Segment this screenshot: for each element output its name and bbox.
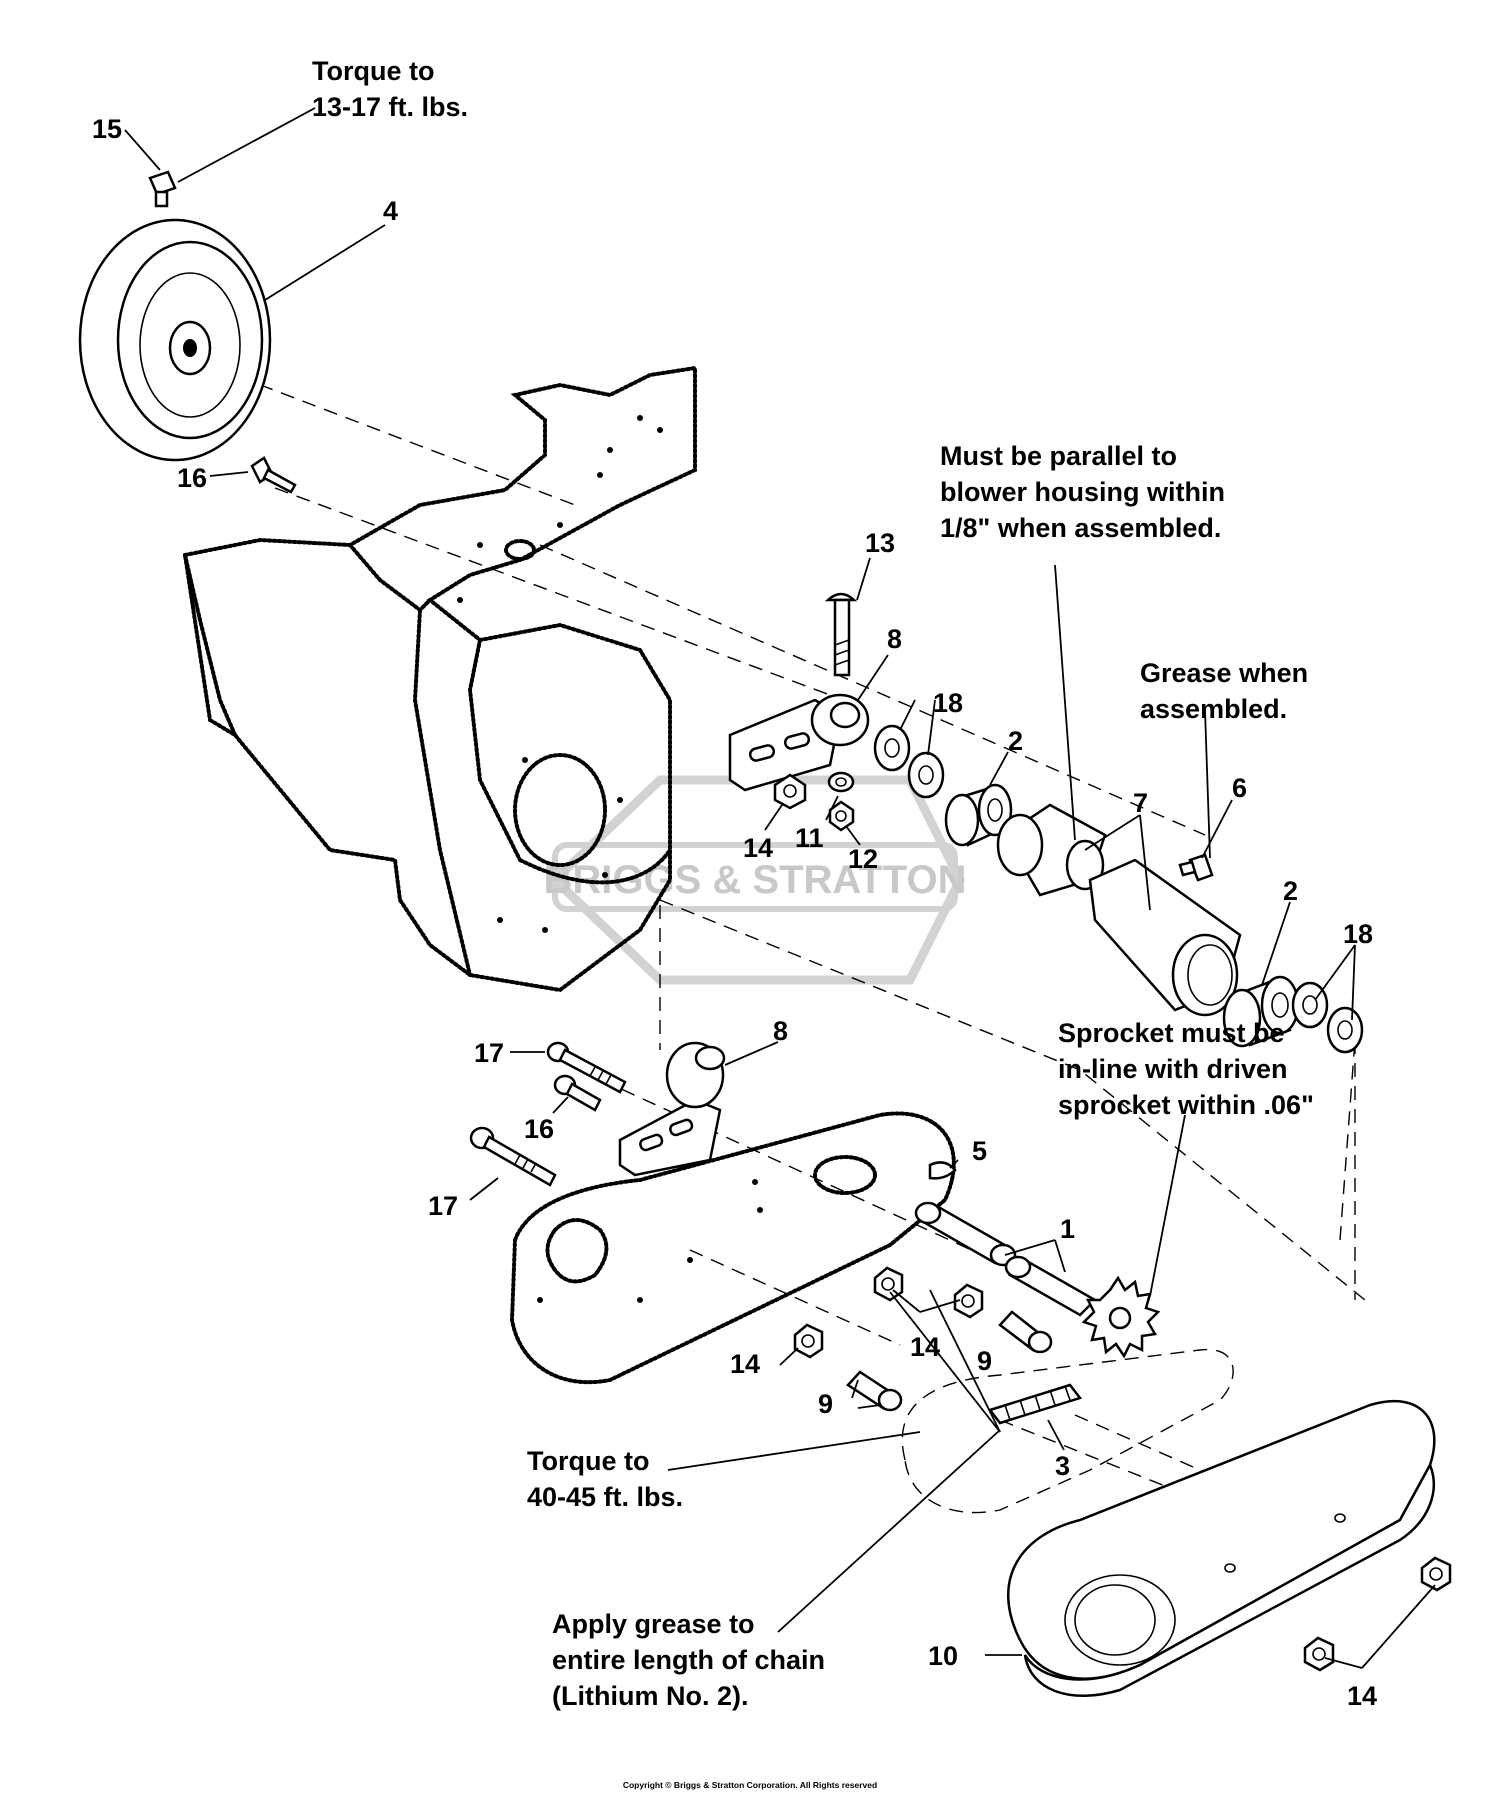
callout-14-upper: 14 [743,833,773,863]
washers-18-upper [873,724,945,799]
alignment-lines [194,359,1366,1526]
bolt-15 [148,170,177,208]
callout-10: 10 [928,1641,958,1671]
lock-washer-11 [827,771,855,793]
callout-14-middle: 14 [910,1332,940,1362]
callout-5: 5 [972,1136,987,1166]
note-chain-2: entire length of chain [552,1645,825,1675]
nut-12 [828,800,855,832]
callout-17-upper: 17 [474,1038,504,1068]
screw-16-lower [553,1074,602,1112]
callout-6: 6 [1232,773,1247,803]
note-torque-small-2: 13-17 ft. lbs. [312,92,468,122]
callout-18-upper: 18 [933,688,963,718]
callout-11: 11 [795,823,824,853]
bearing-2-lower [1222,975,1300,1048]
bolt-17-upper [546,1041,627,1094]
note-torque-large-2: 40-45 ft. lbs. [527,1482,683,1512]
key-5 [928,1161,957,1180]
spacer-tubes-7 [996,803,1242,1017]
callout-16-lower: 16 [524,1114,554,1144]
callout-3: 3 [1055,1451,1070,1481]
leader-lines [124,107,1436,1669]
note-parallel-2: blower housing within [940,477,1225,507]
note-parallel-1: Must be parallel to [940,441,1177,471]
bearing-bracket-upper [728,693,870,792]
callout-12: 12 [848,844,878,874]
hex-nuts-14-cover [1303,1556,1452,1672]
shaft-1-upper [914,1201,1017,1267]
chain-cover-10 [1007,1399,1436,1698]
callout-15: 15 [92,114,122,144]
callout-13: 13 [865,528,895,558]
blower-housing [182,365,697,993]
carriage-bolt-13 [824,592,858,677]
spacers-9 [846,1310,1053,1412]
callout-8-lower: 8 [773,1016,788,1046]
chain-case-inner [509,1111,956,1385]
note-grease-2: assembled. [1140,694,1287,724]
callout-14-left: 14 [730,1349,760,1379]
notes: Torque to 13-17 ft. lbs. Must be paralle… [312,56,1314,1711]
note-chain-1: Apply grease to [552,1609,755,1639]
callouts: 15 4 16 13 8 18 2 7 6 14 11 12 2 18 17 8… [92,114,1377,1711]
callout-16-upper: 16 [177,463,207,493]
callout-18-lower: 18 [1343,919,1373,949]
bearing-2-upper [944,783,1013,847]
note-torque-small-1: Torque to [312,56,434,86]
note-sprocket-1: Sprocket must be [1058,1018,1285,1048]
sprocket [1081,1275,1161,1359]
note-sprocket-2: in-line with driven [1058,1054,1288,1084]
callout-9-left: 9 [818,1389,833,1419]
callout-14-cover: 14 [1347,1681,1377,1711]
copyright-footer: Copyright © Briggs & Stratton Corporatio… [623,1780,877,1790]
bearing-bracket-lower [618,1041,726,1177]
callout-4: 4 [383,196,398,226]
callout-7: 7 [1133,788,1148,818]
callout-8-upper: 8 [887,624,902,654]
screw-16-upper [250,456,297,494]
callout-1: 1 [1060,1214,1075,1244]
grease-fitting-6 [1178,853,1214,882]
hex-nuts-14-middle [793,1266,984,1359]
note-sprocket-3: sprocket within .06" [1058,1090,1314,1120]
note-grease-1: Grease when [1140,658,1308,688]
callout-2-lower: 2 [1283,876,1298,906]
note-parallel-3: 1/8" when assembled. [940,513,1221,543]
note-chain-3: (Lithium No. 2). [552,1681,748,1711]
callout-9-right: 9 [977,1346,992,1376]
chain-3 [987,1383,1083,1425]
watermark-text: BRIGGS & STRATTON [544,858,967,902]
bolt-17-lower [469,1126,557,1187]
hex-nut-14-upper [773,773,807,810]
shaft-1-lower [1004,1255,1098,1317]
callout-17-lower: 17 [428,1191,458,1221]
callout-2-upper: 2 [1008,726,1023,756]
pulley [78,218,272,462]
note-torque-large-1: Torque to [527,1446,649,1476]
